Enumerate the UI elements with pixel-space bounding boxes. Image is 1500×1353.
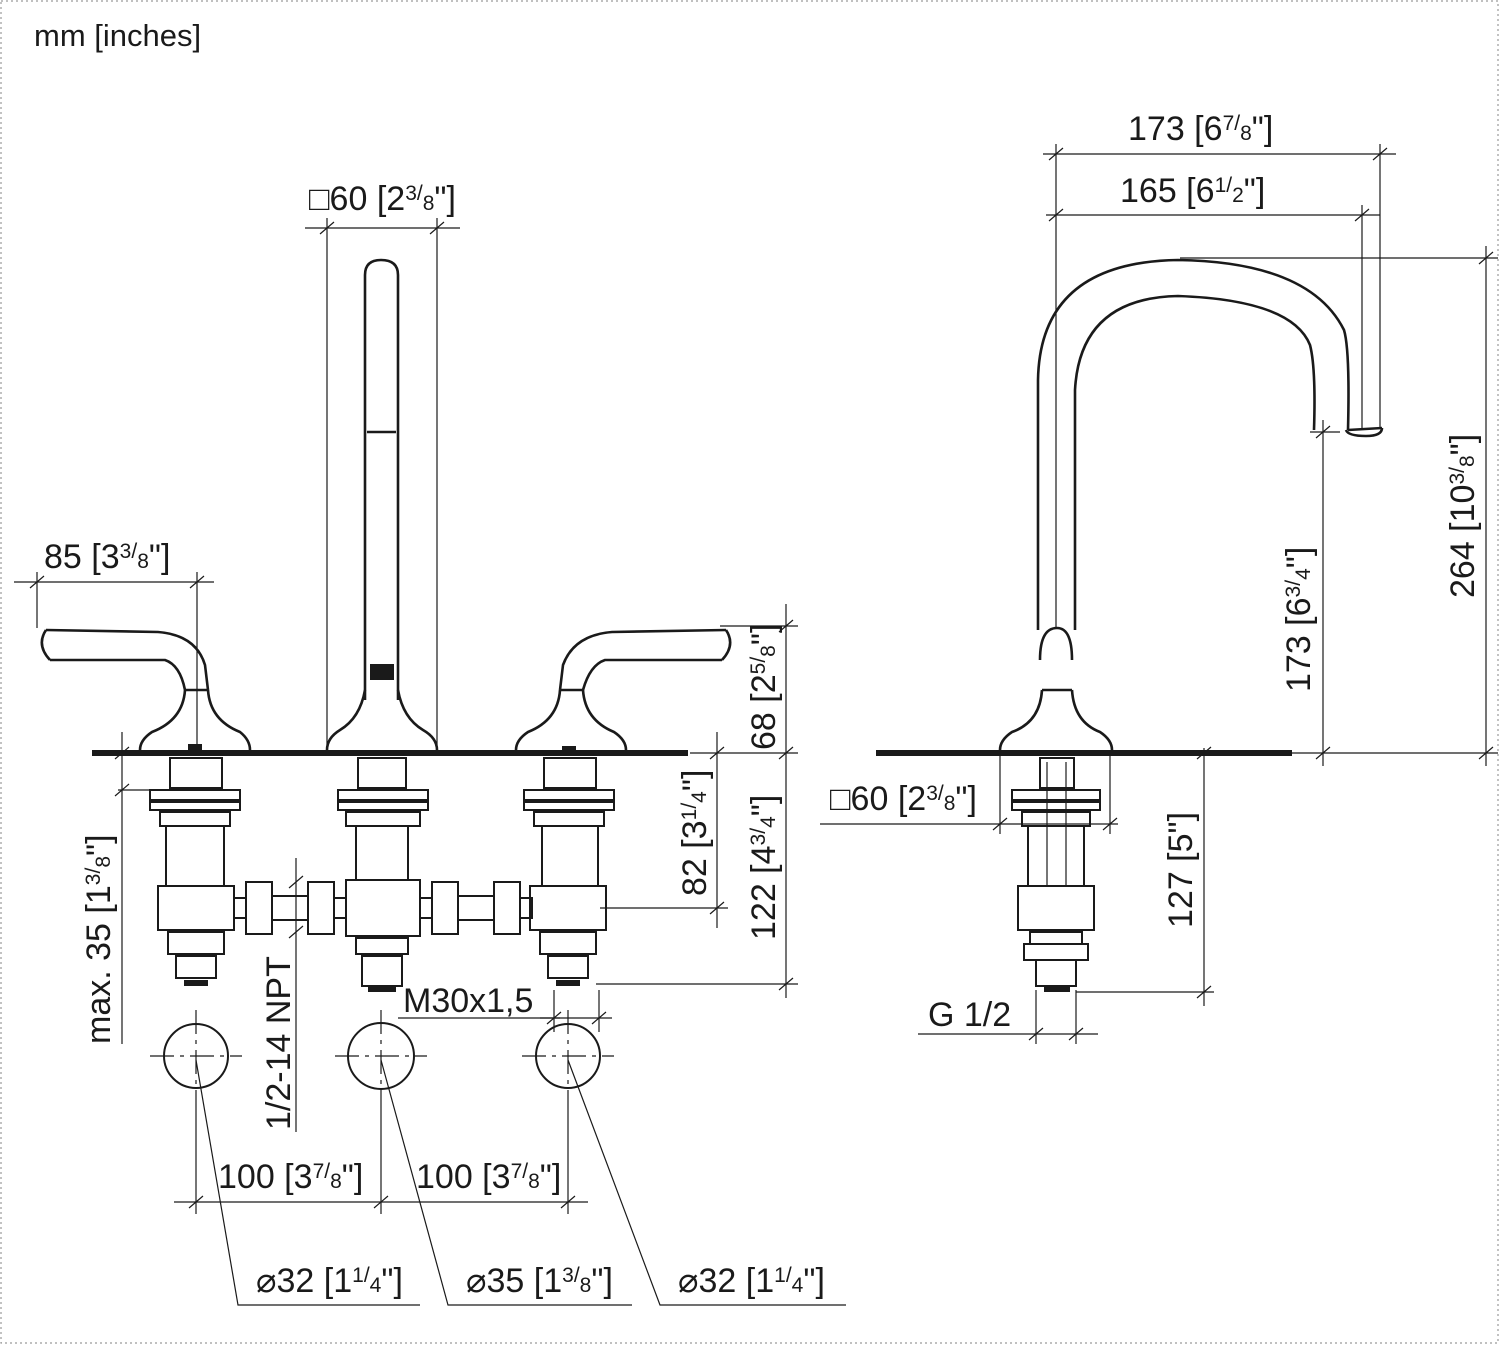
dim-max-deck: max. 35 [13/8"]: [80, 834, 118, 1044]
hole-left: [163, 1023, 229, 1089]
dim-spout-reach-outer: 173 [67/8"]: [1128, 110, 1273, 148]
npt-label: 1/2-14 NPT: [260, 956, 298, 1130]
front-dimension-lines: [14, 218, 846, 1306]
dim-spacing-right: 100 [37/8"]: [416, 1158, 561, 1196]
dim-handle-reach: 85 [33/8"]: [44, 538, 170, 576]
dim-spout-reach-inner: 165 [61/2"]: [1120, 172, 1265, 210]
dim-shank-length: 127 [5"]: [1162, 812, 1200, 928]
dim-hole-left: ⌀32 [11/4"]: [256, 1262, 403, 1300]
center-valve-assembly: [337, 757, 429, 992]
hole-right: [535, 1023, 601, 1089]
dim-deck-to-valve: 82 [31/4"]: [676, 770, 714, 896]
hole-center: [347, 1022, 415, 1090]
left-valve-assembly: [149, 757, 241, 986]
dim-base-square: □60 [23/8"]: [830, 780, 977, 818]
units-label: mm [inches]: [34, 18, 201, 53]
front-view: □60 [23/8"] 85 [33/8"] 68 [25/8"] 82 [31…: [14, 180, 846, 1306]
dim-total-height: 264 [103/8"]: [1444, 434, 1482, 598]
connector-hoses: [233, 881, 533, 935]
dim-deck-to-bottom: 122 [43/4"]: [745, 795, 783, 940]
side-view: 173 [67/8"] 165 [61/2"] 264 [103/8"] 173…: [820, 110, 1498, 1044]
right-valve-assembly: [523, 757, 615, 986]
dim-hole-center: ⌀35 [13/8"]: [466, 1262, 613, 1300]
left-handle: [40, 628, 252, 751]
side-dimension-lines: [820, 144, 1498, 1044]
dim-hole-right: ⌀32 [11/4"]: [678, 1262, 825, 1300]
spout-body: [325, 258, 439, 751]
dim-spout-square: □60 [23/8"]: [309, 180, 456, 218]
hole-centerlines: [150, 1010, 614, 1108]
side-spout-base: [998, 626, 1114, 751]
dim-spacing-left: 100 [37/8"]: [218, 1158, 363, 1196]
thread-label: M30x1,5: [403, 982, 533, 1020]
spout-arc: [1036, 258, 1384, 630]
side-valve-assembly: [1011, 757, 1101, 992]
right-handle: [514, 628, 732, 752]
connection-label: G 1/2: [928, 996, 1011, 1034]
dim-handle-height: 68 [25/8"]: [745, 624, 783, 750]
dim-outlet-height: 173 [63/4"]: [1280, 547, 1318, 692]
